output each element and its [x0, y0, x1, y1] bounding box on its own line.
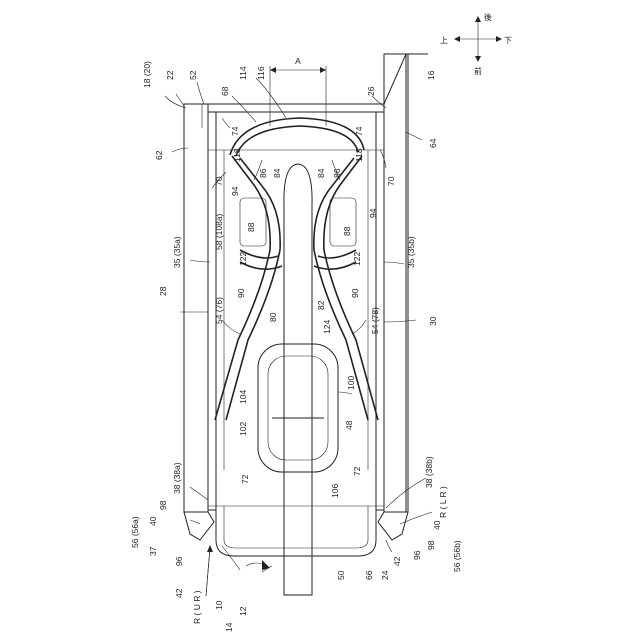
compass-front: 前: [474, 66, 482, 76]
part-labels: 18 (20) 22 52 68 114 116 26 16 62 74 74 …: [130, 61, 462, 632]
label-66: 66: [364, 570, 374, 580]
bottom-hooks: [184, 512, 408, 540]
label-62: 62: [154, 150, 164, 160]
compass-down: 下: [504, 36, 512, 45]
label-22: 22: [165, 70, 175, 80]
label-86-right: 86: [332, 168, 342, 178]
label-118-left: 118: [232, 148, 242, 162]
label-35-35a: 35 (35a): [172, 236, 182, 268]
label-98-left: 98: [158, 500, 168, 510]
label-30: 30: [428, 316, 438, 326]
label-90-left: 90: [236, 288, 246, 298]
label-26: 26: [366, 86, 376, 96]
label-52: 52: [188, 70, 198, 80]
label-14: 14: [224, 622, 234, 632]
label-r-lr: R ( L R ): [438, 486, 448, 518]
label-74-right: 74: [354, 126, 364, 136]
dimension-a-label: A: [295, 56, 301, 66]
label-122-left: 122: [238, 252, 248, 266]
outer-wall-right: [384, 54, 428, 512]
spring-contact: [215, 118, 378, 420]
label-40-right: 40: [432, 520, 442, 530]
label-28: 28: [158, 286, 168, 296]
label-88-left: 88: [246, 222, 256, 232]
dimension-a: A: [270, 56, 326, 126]
label-100: 100: [346, 376, 356, 390]
label-102: 102: [238, 422, 248, 436]
label-96-right: 96: [412, 550, 422, 560]
label-118-right: 118: [354, 148, 364, 162]
label-116: 116: [256, 66, 266, 80]
label-40-left: 40: [148, 516, 158, 526]
label-35-35b: 35 (35b): [406, 236, 416, 268]
label-70-left: 70: [214, 176, 224, 186]
label-r-ur: R ( U R ): [192, 590, 202, 624]
label-124: 124: [322, 320, 332, 334]
label-114: 114: [238, 66, 248, 80]
label-56-56a: 56 (56a): [130, 516, 140, 548]
label-94-right: 94: [368, 208, 378, 218]
label-64: 64: [428, 138, 438, 148]
label-38-38a: 38 (38a): [172, 462, 182, 494]
label-96-left: 96: [174, 556, 184, 566]
label-10: 10: [214, 600, 224, 610]
compass-back: 後: [484, 12, 492, 22]
label-74-left: 74: [230, 126, 240, 136]
label-18-20: 18 (20): [142, 61, 152, 88]
label-80: 80: [268, 312, 278, 322]
bottom-cap: [208, 506, 384, 556]
orientation-compass: 後 上 下 前: [440, 12, 512, 76]
label-12: 12: [238, 606, 248, 616]
label-42-right: 42: [392, 556, 402, 566]
label-50: 50: [336, 570, 346, 580]
label-24: 24: [380, 570, 390, 580]
label-16: 16: [426, 70, 436, 80]
label-94-left: 94: [230, 186, 240, 196]
label-38-38b: 38 (38b): [424, 456, 434, 488]
compass-up: 上: [440, 36, 448, 45]
outer-wall-left: [184, 104, 208, 512]
label-90-right: 90: [350, 288, 360, 298]
label-86-left: 86: [258, 168, 268, 178]
label-68: 68: [220, 86, 230, 96]
oval-slot: [258, 344, 338, 472]
leader-lines: [165, 78, 432, 596]
label-72-left: 72: [240, 474, 250, 484]
central-pin: [284, 164, 312, 595]
label-54-78: 54 (78): [370, 307, 380, 334]
label-54-76: 54 (76): [214, 297, 224, 324]
label-122-right: 122: [352, 252, 362, 266]
label-104: 104: [238, 390, 248, 404]
label-42-left: 42: [174, 588, 184, 598]
label-37: 37: [148, 546, 158, 556]
label-88-right: 88: [342, 226, 352, 236]
label-72-right: 72: [352, 466, 362, 476]
label-84-right: 84: [316, 168, 326, 178]
label-48: 48: [344, 420, 354, 430]
label-56-56b: 56 (56b): [452, 540, 462, 572]
label-58-108a: 58 (108a): [214, 213, 224, 250]
direction-arrows: [206, 545, 270, 596]
label-84-left: 84: [272, 168, 282, 178]
label-70-right: 70: [386, 176, 396, 186]
label-82: 82: [316, 300, 326, 310]
label-98-right: 98: [426, 540, 436, 550]
label-106: 106: [330, 484, 340, 498]
side-windows: [240, 198, 356, 246]
inner-rails: [208, 112, 384, 510]
